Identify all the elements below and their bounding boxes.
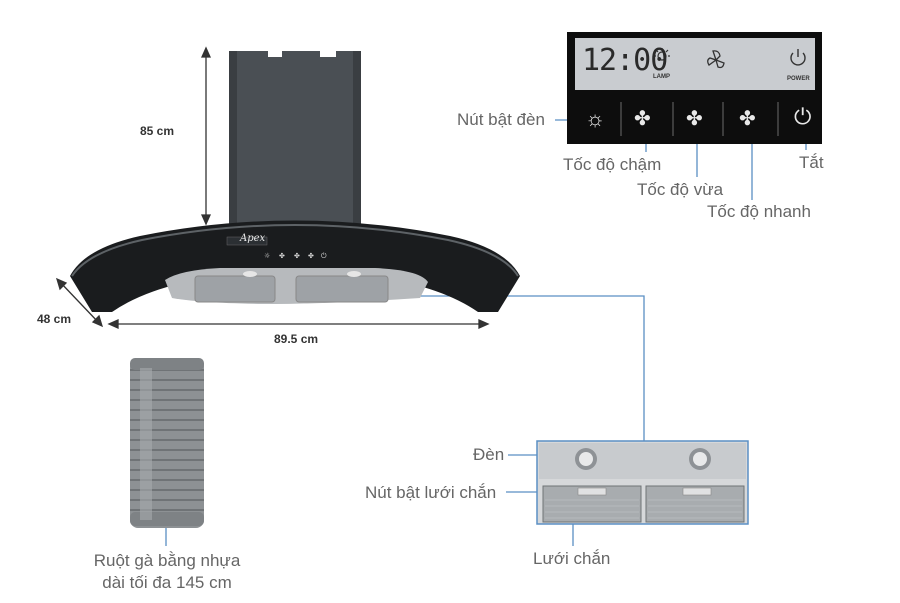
control-panel-graphic	[567, 32, 822, 144]
hood-filter-right	[295, 275, 389, 303]
label-off: Tắt	[799, 153, 824, 172]
label-filter-release: Nút bật lưới chắn	[365, 483, 497, 502]
dimension-arrows	[55, 46, 490, 330]
chimney	[229, 51, 361, 229]
svg-text:☼: ☼	[264, 252, 270, 260]
fan-medium-icon[interactable]: ✤	[686, 108, 703, 130]
duct-label-line2: dài tối đa 145 cm	[102, 573, 232, 592]
lamp-icon[interactable]: ☼	[585, 106, 606, 131]
filter-panel-graphic	[536, 440, 749, 525]
label-speed-medium: Tốc độ vừa	[637, 180, 724, 199]
range-hood: ☼ ✤ ✤ ✤ ⏻	[70, 51, 520, 312]
lcd-power-label: POWER	[787, 76, 810, 82]
label-lamp-button: Nút bật đèn	[457, 110, 545, 129]
duct-label-line1: Ruột gà bằng nhựa	[93, 551, 241, 570]
svg-text:✤: ✤	[308, 252, 314, 260]
label-speed-high: Tốc độ nhanh	[707, 202, 811, 221]
lcd-screen	[575, 38, 815, 90]
duct-hose	[130, 358, 204, 528]
hood-filter-left	[194, 275, 276, 303]
svg-text:✤: ✤	[279, 252, 285, 260]
svg-text:✤: ✤	[294, 252, 300, 260]
power-icon[interactable]: ⏻	[794, 104, 812, 129]
svg-text:⏻: ⏻	[321, 252, 327, 260]
label-lamp: Đèn	[473, 445, 505, 464]
width-dimension: 89.5 cm	[274, 332, 319, 346]
glass-canopy	[70, 220, 520, 312]
label-filter: Lưới chắn	[533, 549, 611, 568]
lcd-lamp-label: LAMP	[653, 74, 670, 80]
height-dimension: 85 cm	[140, 124, 175, 138]
fan-low-icon[interactable]: ✤	[634, 108, 651, 130]
duct-label: Ruột gà bằng nhựa dài tối đa 145 cm	[86, 550, 248, 594]
depth-dimension: 48 cm	[37, 312, 72, 326]
fan-high-icon[interactable]: ✤	[739, 108, 756, 130]
lcd-time: 12:00	[582, 43, 668, 78]
label-speed-low: Tốc độ chậm	[563, 155, 662, 174]
hood-logo: Apex	[240, 233, 266, 244]
